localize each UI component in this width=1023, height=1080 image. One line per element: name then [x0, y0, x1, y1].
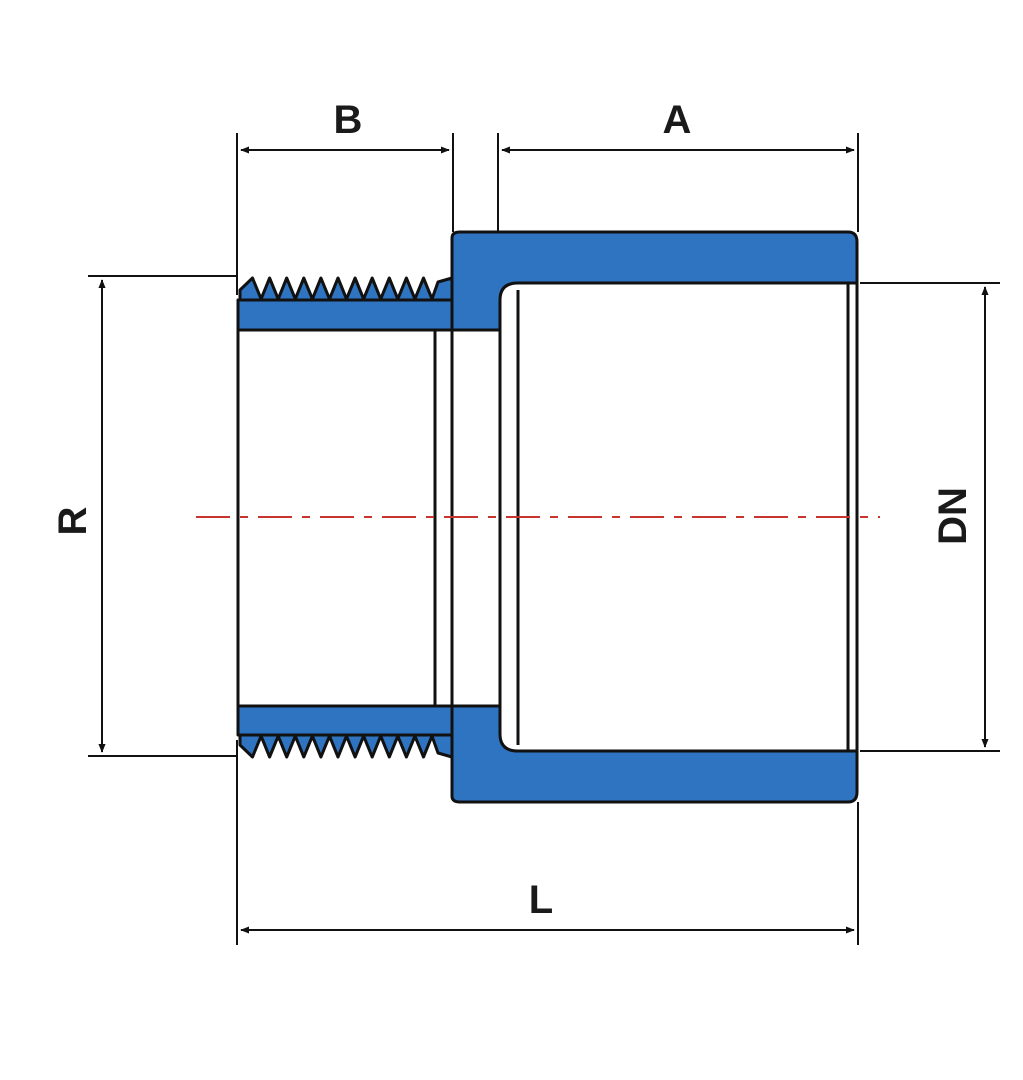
- thread-top: [238, 276, 454, 302]
- extension-lines: [88, 133, 1000, 945]
- label-r: R: [51, 506, 95, 535]
- spigot-wall-bottom: [236, 704, 454, 737]
- spigot-wall-top: [236, 298, 454, 332]
- label-a: A: [663, 98, 692, 142]
- socket-wall-bottom: [450, 704, 859, 804]
- socket-wall-top: [450, 230, 859, 332]
- label-l: L: [529, 878, 553, 922]
- thread-bottom: [238, 733, 454, 759]
- dimension-lines: [98, 146, 989, 934]
- label-dn: DN: [931, 487, 975, 545]
- label-b: B: [334, 98, 363, 142]
